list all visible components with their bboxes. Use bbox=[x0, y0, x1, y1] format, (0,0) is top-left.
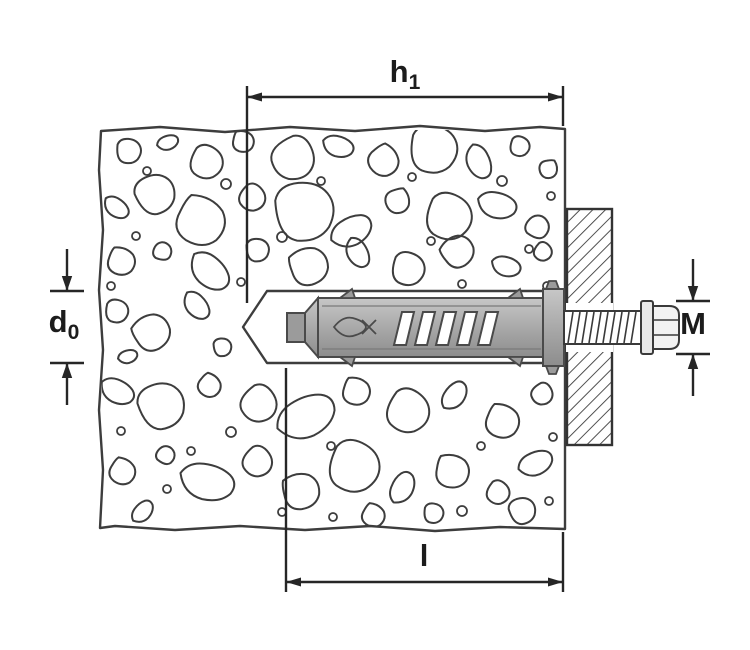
dim-label-m: M bbox=[668, 308, 718, 339]
expansion-slots bbox=[392, 311, 500, 346]
plug-collar bbox=[542, 280, 565, 375]
wall-plug-anchor bbox=[286, 280, 565, 375]
dimension-h1 bbox=[245, 86, 565, 303]
aggregate-dots bbox=[106, 166, 558, 522]
dimension-m bbox=[676, 259, 710, 396]
dim-label-d0-base: d bbox=[48, 304, 68, 339]
washer-flange bbox=[640, 300, 654, 355]
dim-label-l-text: l bbox=[419, 538, 429, 573]
dim-label-m-text: M bbox=[680, 306, 706, 341]
dim-label-h1: h1 bbox=[381, 56, 429, 93]
dim-label-l: l bbox=[402, 540, 446, 571]
screw-thread bbox=[567, 311, 637, 344]
hex-head bbox=[652, 305, 680, 350]
aggregate-blobs bbox=[102, 130, 560, 527]
dim-label-h1-sub: 1 bbox=[408, 71, 421, 95]
dim-label-h1-base: h bbox=[389, 54, 409, 89]
dim-label-d0: d0 bbox=[38, 306, 90, 343]
dimension-d0 bbox=[50, 249, 84, 405]
dim-label-d0-sub: 0 bbox=[67, 321, 80, 345]
plug-nose-tip bbox=[286, 312, 306, 343]
dimension-l bbox=[284, 368, 565, 592]
anti-rotation-fins bbox=[337, 287, 525, 368]
screw bbox=[563, 300, 680, 355]
fish-logo-icon bbox=[332, 316, 377, 338]
